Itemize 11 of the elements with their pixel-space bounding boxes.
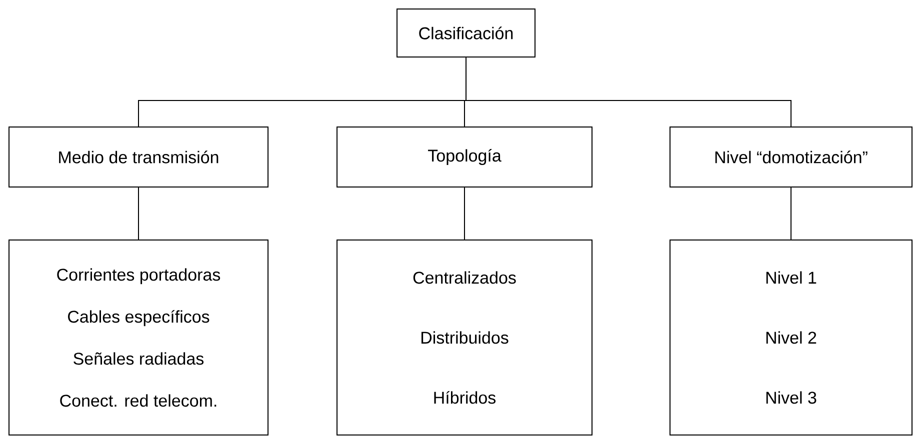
list-box: Corrientes portadoras Cables específicos Señales radiadas Conect. red telecom. <box>8 240 268 436</box>
list-box: Centralizados Distribuidos Híbridos <box>336 240 592 436</box>
connector-line <box>466 57 792 127</box>
category-box: Nivel “domotización” <box>670 126 912 188</box>
category-box: Medio de transmisión <box>8 126 268 188</box>
connector-line <box>464 187 465 240</box>
category-box: Clasificación <box>396 8 536 58</box>
list-box: Nivel 1 Nivel 2 Nivel 3 <box>670 240 912 436</box>
connector-line <box>790 187 792 240</box>
category-box: Topología <box>336 126 592 188</box>
connector-line <box>138 187 139 240</box>
